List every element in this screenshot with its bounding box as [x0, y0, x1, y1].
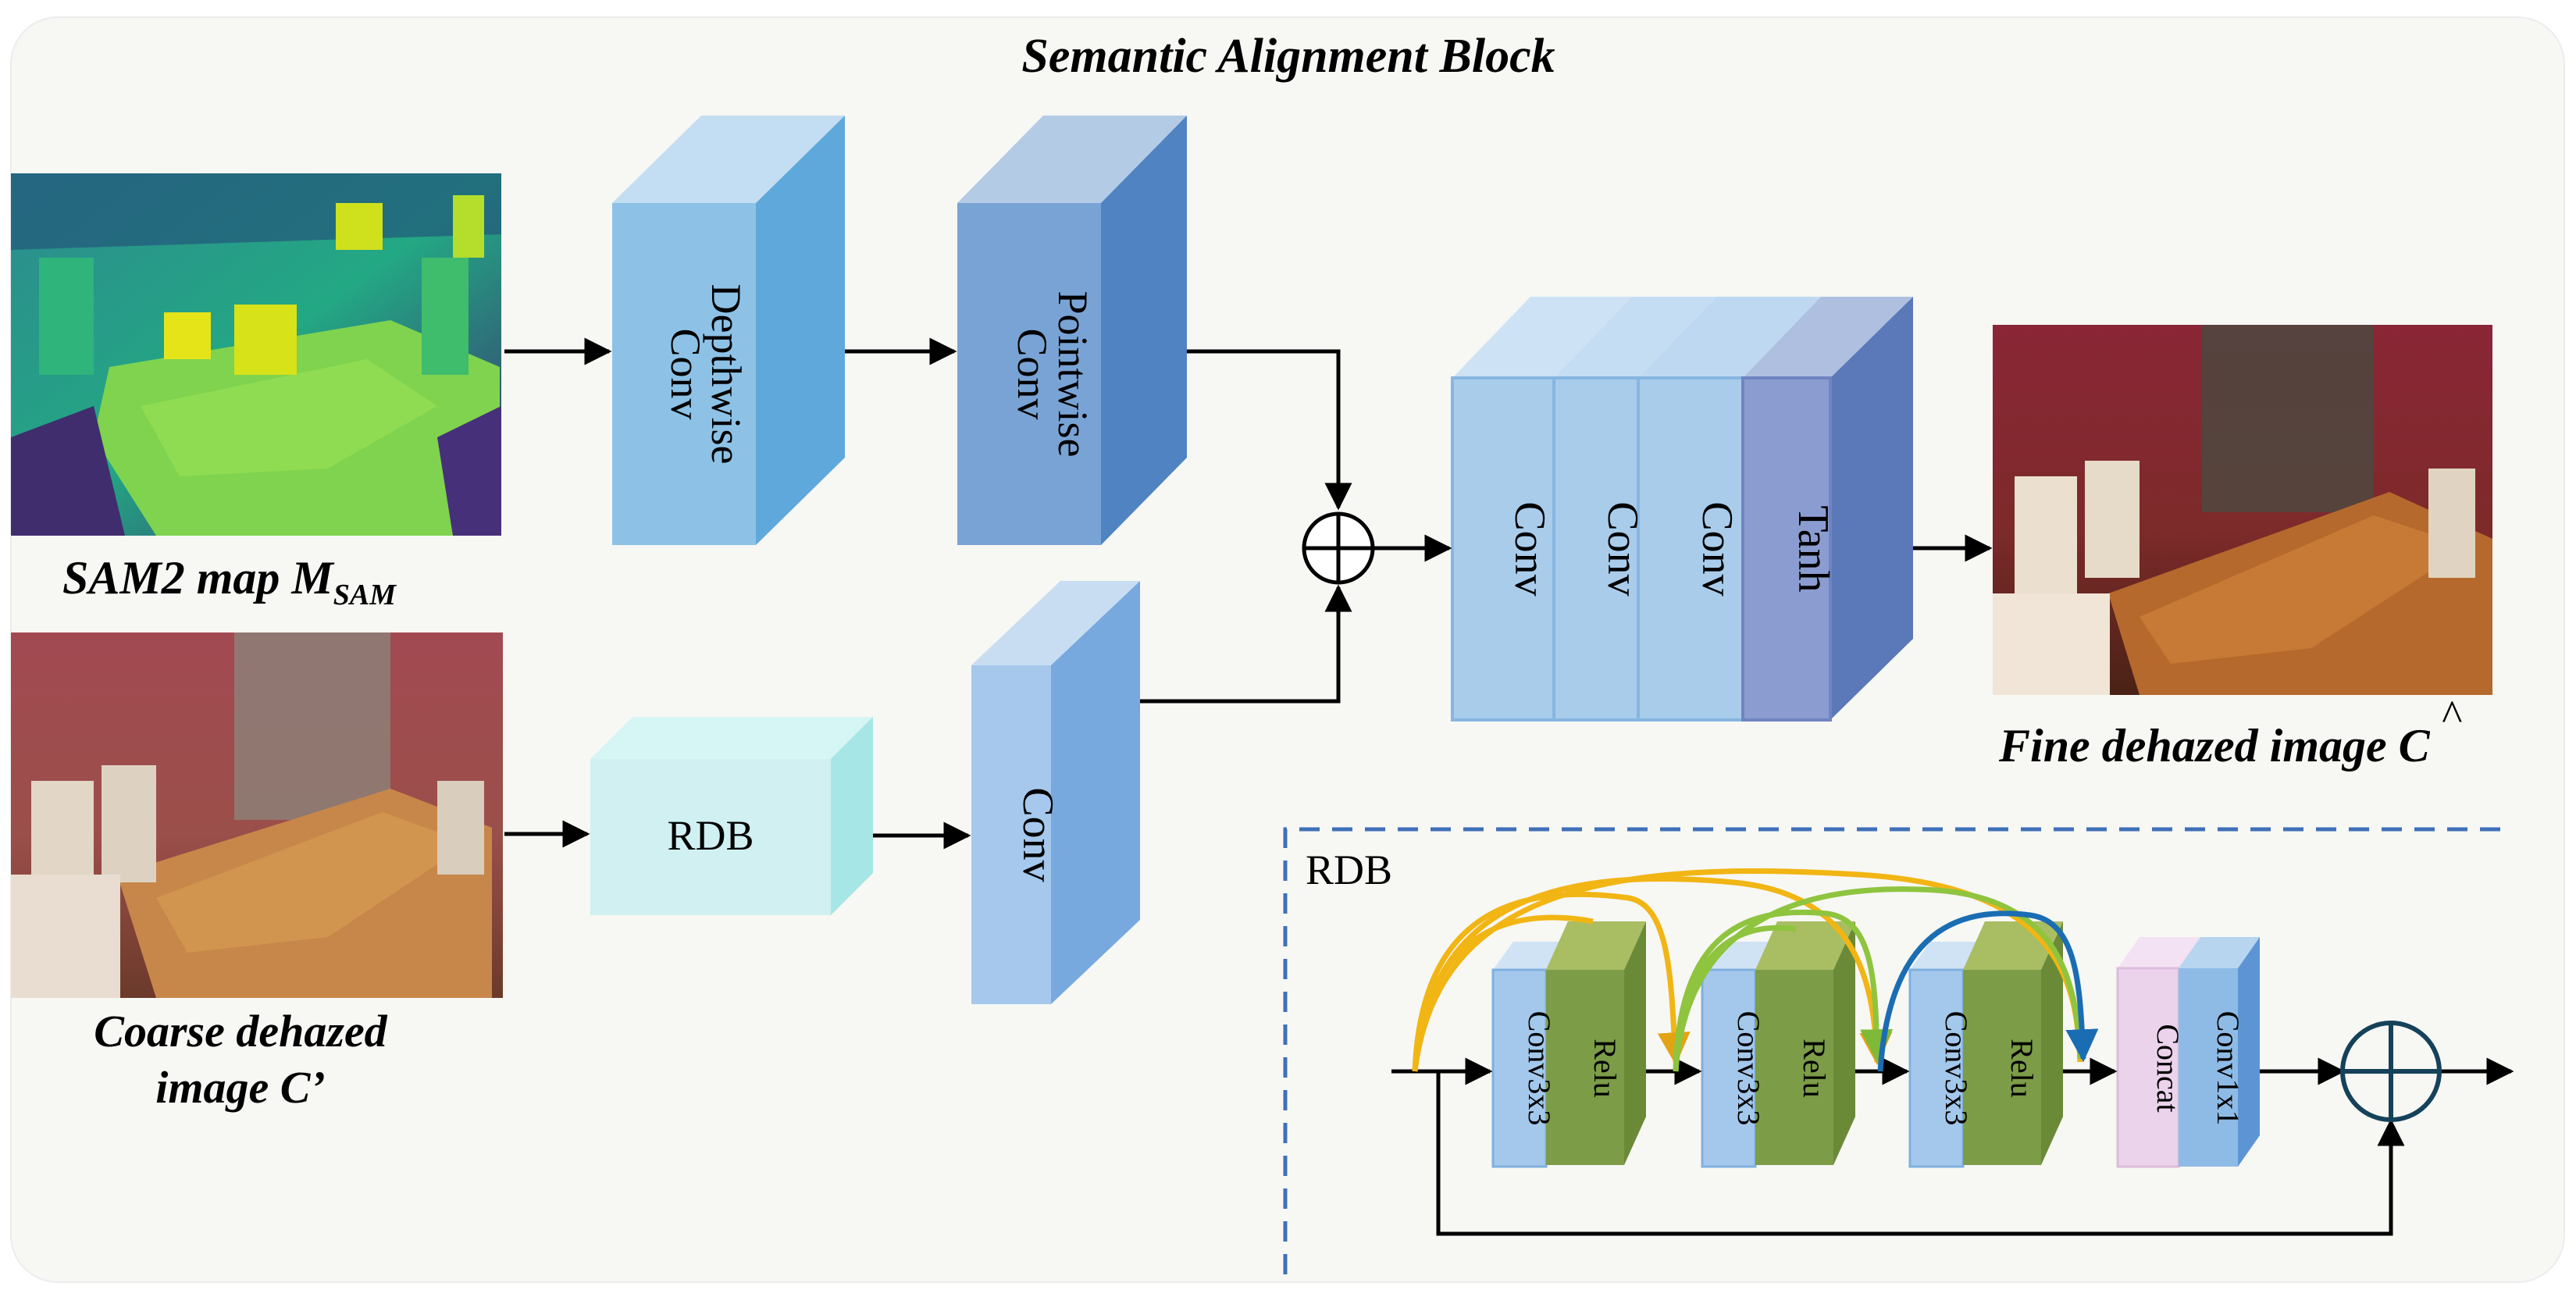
rdb-detail-title: RDB: [1306, 846, 1392, 893]
rdb-conv-label-3: Conv3x3: [1939, 1011, 1974, 1126]
rdb-block: RDB: [590, 717, 873, 915]
depthwise-conv-block: Depthwise Conv: [612, 116, 845, 545]
rdb-relu-label-3: Relu: [2004, 1039, 2040, 1098]
rdb-residual-arrow: [1436, 1071, 2405, 1236]
conv3-label: Conv: [1693, 501, 1741, 596]
coarse-label-line1: Coarse dehazed: [94, 1006, 387, 1056]
rdb-label: RDB: [667, 812, 754, 859]
rdb-sum-node: [2340, 1021, 2442, 1122]
pointwise-conv-label1: Pointwise: [1049, 290, 1096, 457]
tanh-label: Tanh: [1789, 505, 1837, 592]
fine-dehazed-image: [1993, 325, 2492, 695]
rdb-conv-label-1: Conv3x3: [1522, 1011, 1557, 1126]
conv-stack: Conv Conv Conv Tanh: [1451, 297, 1913, 722]
output-symbol: C: [2399, 720, 2431, 771]
pointwise-conv-block: Pointwise Conv: [957, 116, 1187, 545]
conv-lower-block: Conv: [971, 581, 1140, 1004]
rdb-conv1x1-label: Conv1x1: [2211, 1011, 2246, 1126]
conv2-front: [1552, 376, 1640, 722]
depthwise-conv-label1: Depthwise: [703, 284, 750, 465]
sam2-map-label: SAM2 map MSAM: [62, 552, 397, 611]
sam2-map-image: [11, 173, 501, 536]
conv3-front: [1637, 376, 1744, 722]
conv1-label: Conv: [1505, 501, 1554, 596]
tanh-front: [1741, 376, 1832, 722]
conv2-label: Conv: [1598, 501, 1647, 596]
rdb-relu-label-1: Relu: [1587, 1039, 1623, 1098]
rdb-unit-2: [1701, 921, 1855, 1168]
coarse-label-line2: image C’: [155, 1062, 325, 1113]
dense-connections: [1412, 868, 2099, 1072]
rdb-relu-label-2: Relu: [1797, 1039, 1832, 1098]
rdb-concat-conv1x1: [2116, 937, 2260, 1168]
depthwise-conv-label2: Conv: [662, 328, 709, 419]
rdb-conv-label-2: Conv3x3: [1731, 1011, 1766, 1126]
conv1-front: [1451, 376, 1555, 722]
conv-lower-label: Conv: [1014, 787, 1062, 882]
fine-dehazed-label: Fine dehazed image C: [1998, 720, 2431, 771]
rdb-unit-1: [1491, 921, 1646, 1168]
arrow-pointwise-to-sum: [1187, 349, 1352, 511]
arrow-conv-to-sum: [1140, 584, 1352, 704]
pointwise-conv-label2: Conv: [1009, 328, 1056, 419]
output-hat: ^: [2441, 692, 2462, 740]
rdb-concat-label: Concat: [2150, 1024, 2186, 1112]
sum-node: [1302, 511, 1375, 585]
coarse-image: [11, 632, 503, 998]
rdb-detail-panel: RDB Conv3x3 Relu Conv3x3 Relu: [1283, 827, 2514, 1274]
block-title: Semantic Alignment Block: [1021, 30, 1555, 83]
